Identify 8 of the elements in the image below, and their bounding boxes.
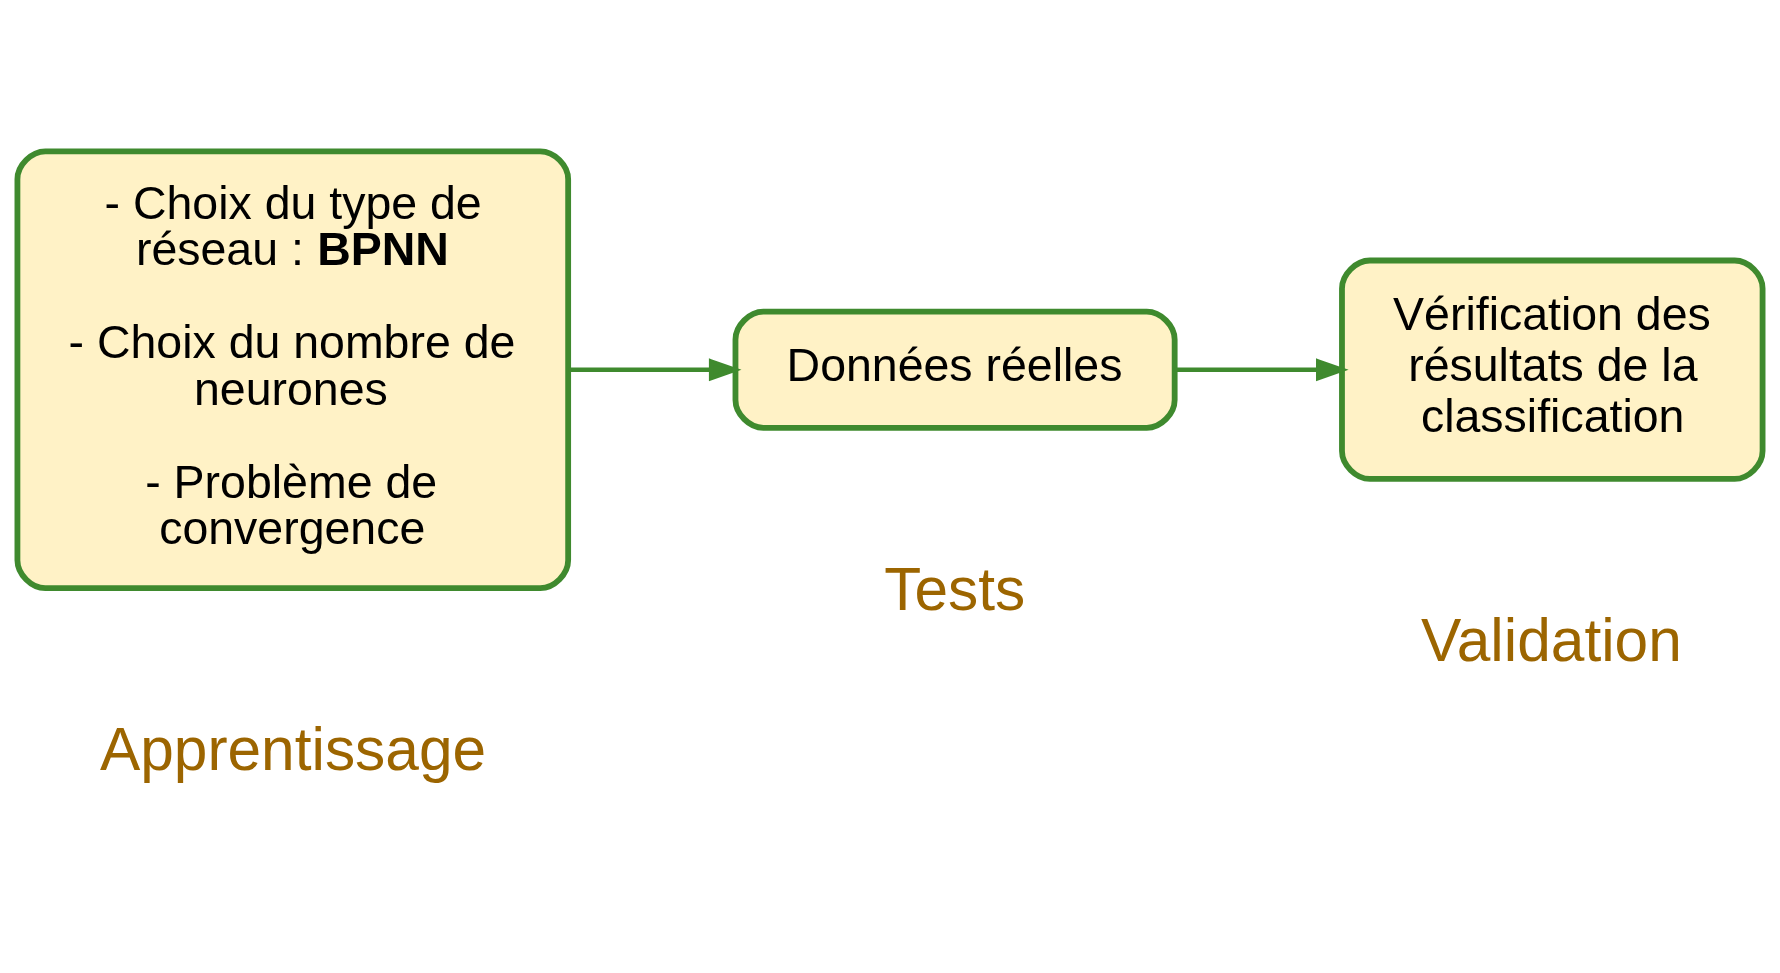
label: Validation <box>1420 605 1682 674</box>
arrow <box>568 358 742 382</box>
node-box: - Choix du type de réseau : BPNN - Choix du nombre de neurones - Problème de convergence <box>14 148 572 592</box>
node-box: Données réelles <box>732 308 1178 431</box>
label: Tests <box>884 554 1026 623</box>
node-box: Vérification des résultats de la classification <box>1339 257 1766 482</box>
label: Apprentissage <box>99 715 487 784</box>
arrow <box>1174 358 1349 382</box>
